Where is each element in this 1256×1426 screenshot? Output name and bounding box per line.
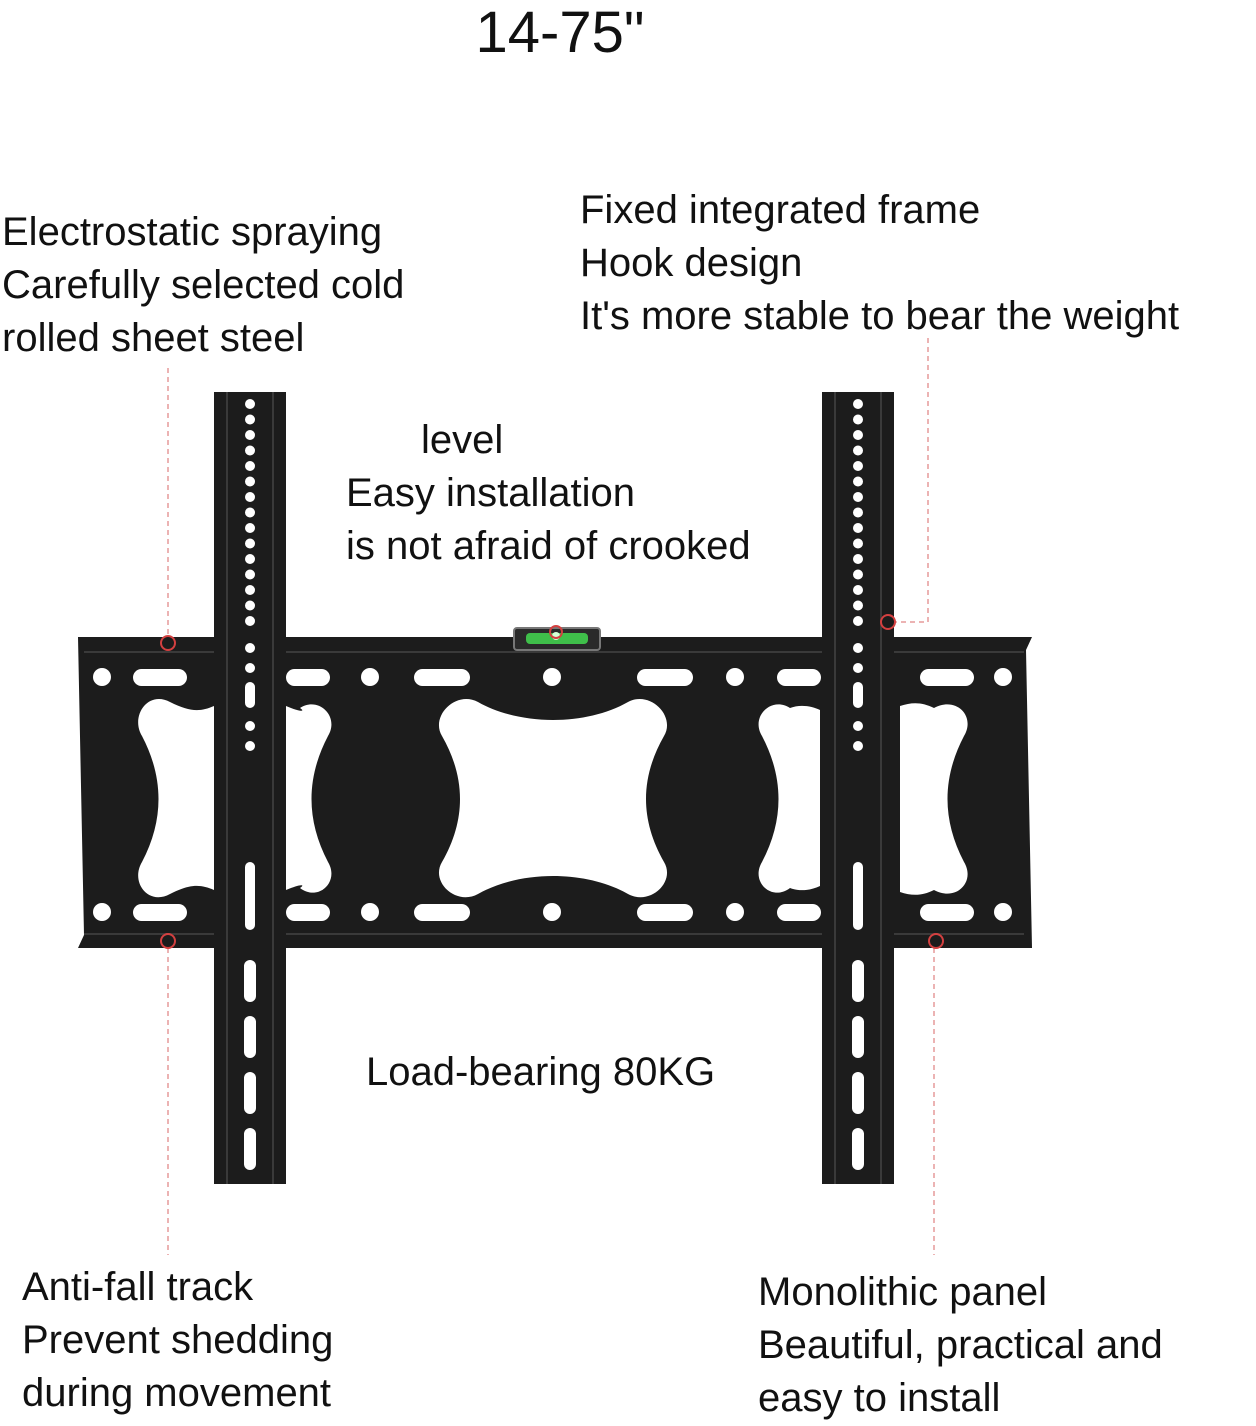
callout-line: is not afraid of crooked <box>346 524 751 568</box>
callout-line: Hook design <box>580 241 803 285</box>
rail-hole <box>853 523 863 533</box>
rail-hole <box>245 554 255 564</box>
rail-hole <box>853 445 863 456</box>
right-vertical-rail <box>822 392 894 1184</box>
rail-hole <box>853 554 863 564</box>
rail-hole <box>853 721 863 731</box>
rail-hole <box>853 741 863 751</box>
rail-hole <box>852 960 864 1002</box>
rail-hole <box>245 430 255 440</box>
callout-line: level <box>421 418 504 462</box>
rail-hole <box>853 538 863 549</box>
callout-line: during movement <box>22 1371 332 1415</box>
callout-line: Monolithic panel <box>758 1270 1048 1314</box>
rail-hole <box>245 585 255 595</box>
rail-hole <box>245 616 255 626</box>
callout-load: Load-bearing 80KG <box>366 1050 716 1094</box>
rail-hole <box>245 414 255 425</box>
rail-hole <box>245 569 255 580</box>
rail-hole <box>245 523 255 533</box>
rail-hole <box>245 663 255 673</box>
rail-hole <box>244 1072 256 1114</box>
rail-hole <box>852 1016 864 1058</box>
rail-hole <box>245 682 255 708</box>
rail-hole <box>245 643 255 653</box>
rail-hole <box>245 492 255 502</box>
rail-hole <box>853 569 863 580</box>
rail-hole <box>852 1072 864 1114</box>
rail-hole <box>853 682 863 708</box>
rail-hole <box>245 461 255 471</box>
rail-hole <box>244 960 256 1002</box>
callout-level: level Easy installation is not afraid of… <box>346 414 751 573</box>
rail-hole <box>245 538 255 549</box>
rail-hole <box>244 1016 256 1058</box>
rail-hole <box>853 585 863 595</box>
rail-hole <box>853 600 863 611</box>
rail-hole <box>853 862 863 930</box>
callout-line: Prevent shedding <box>22 1318 334 1362</box>
callout-line: Carefully selected cold <box>2 263 405 307</box>
rail-hole <box>245 721 255 731</box>
callout-antifall: Anti-fall track Prevent shedding during … <box>22 1261 333 1420</box>
rail-hole <box>245 741 255 751</box>
page-title: 14-75" <box>475 0 645 65</box>
callout-line: Beautiful, practical and <box>758 1323 1163 1367</box>
rail-hole <box>853 399 863 409</box>
callout-line: rolled sheet steel <box>2 316 305 360</box>
callout-frame: Fixed integrated frame Hook design It's … <box>580 184 1179 343</box>
rail-hole <box>244 1128 256 1170</box>
left-vertical-rail <box>214 392 286 1184</box>
callout-line: It's more stable to bear the weight <box>580 294 1180 338</box>
callout-line: Fixed integrated frame <box>580 188 981 232</box>
rail-hole <box>853 461 863 471</box>
rail-hole <box>853 616 863 626</box>
wall-plate <box>78 637 1032 948</box>
rail-hole <box>245 399 255 409</box>
callout-line: easy to install <box>758 1376 1001 1420</box>
rail-hole <box>852 1128 864 1170</box>
callout-line: Electrostatic spraying <box>2 210 383 254</box>
rail-hole <box>245 507 255 518</box>
bubble-level-icon <box>513 627 601 651</box>
leader-lines <box>167 338 935 1255</box>
rail-hole <box>853 476 863 487</box>
callout-line: Easy installation <box>346 471 636 515</box>
rail-hole <box>245 445 255 456</box>
rail-hole <box>245 476 255 487</box>
rail-hole <box>853 492 863 502</box>
callout-line: Anti-fall track <box>22 1265 254 1309</box>
callout-electrostatic: Electrostatic spraying Carefully selecte… <box>2 206 404 365</box>
rail-hole <box>245 862 255 930</box>
rail-hole <box>853 414 863 425</box>
callout-marker-icon <box>160 614 944 949</box>
rail-hole <box>245 600 255 611</box>
rail-hole <box>853 663 863 673</box>
rail-hole <box>853 430 863 440</box>
rail-hole <box>853 643 863 653</box>
rail-hole <box>853 507 863 518</box>
callout-panel: Monolithic panel Beautiful, practical an… <box>758 1266 1163 1425</box>
